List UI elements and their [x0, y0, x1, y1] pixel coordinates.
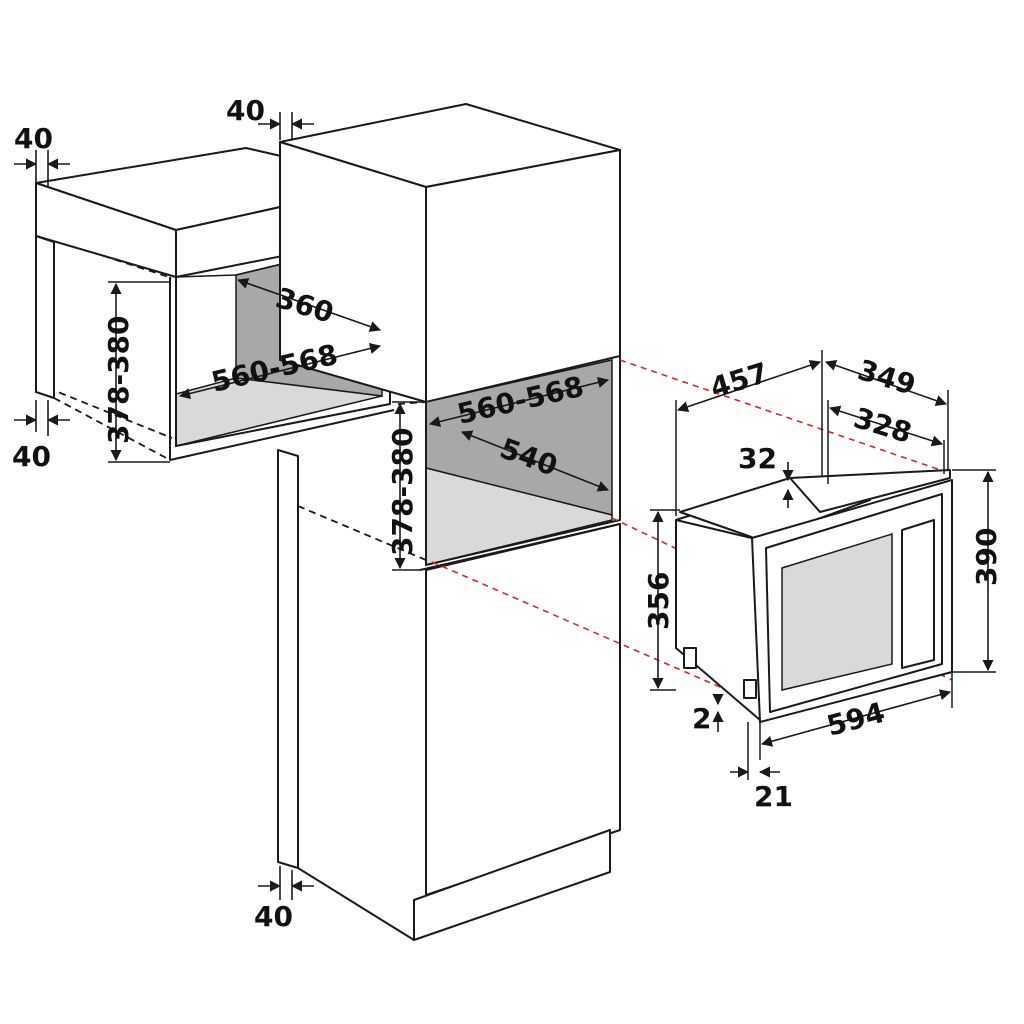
label-gap-bottom-left: 40	[12, 440, 51, 473]
label-appliance-body-height: 356	[642, 572, 675, 630]
label-gap-top-left: 40	[14, 122, 53, 155]
label-gap-bottom-center: 40	[254, 900, 293, 933]
appliance-window	[781, 532, 893, 691]
label-gap-top-center: 40	[226, 94, 265, 127]
label-appliance-depth-body: 349	[854, 353, 920, 402]
label-appliance-top-offset: 32	[738, 442, 777, 475]
label-appliance-front-height: 390	[970, 528, 1003, 586]
tall-cabinet	[277, 103, 621, 941]
label-appliance-depth-total: 457	[706, 356, 772, 405]
microwave-appliance	[675, 469, 953, 723]
label-appliance-foot-offset: 2	[692, 702, 711, 735]
dimension-lines	[14, 112, 996, 900]
label-appliance-front-thickness: 21	[754, 780, 793, 813]
label-wall-height: 378-380	[102, 315, 135, 444]
label-column-height: 378-380	[386, 427, 419, 556]
control-panel	[901, 519, 935, 669]
